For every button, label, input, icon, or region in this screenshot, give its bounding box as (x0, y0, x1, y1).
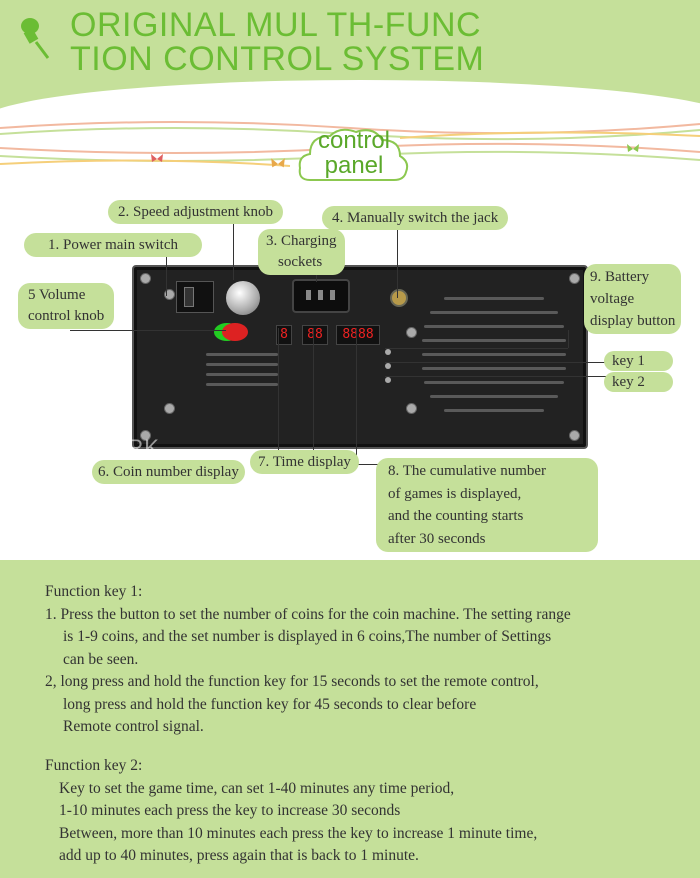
label-key-1: key 1 (604, 351, 673, 371)
label-time-display: 7. Time display (250, 450, 359, 474)
butterfly-icon (627, 144, 639, 152)
leader-line (568, 330, 569, 348)
speaker-grille-slot (424, 325, 564, 328)
speaker-grille-slot (422, 367, 566, 370)
function-key-2-line: Between, more than 10 minutes each press… (59, 825, 538, 842)
speaker-grille-slot (444, 409, 544, 412)
coin-number-display: 8 (276, 325, 292, 345)
screw (569, 273, 580, 284)
charging-socket[interactable] (292, 279, 350, 313)
label-cumulative-games: 8. The cumulative number of games is dis… (376, 458, 598, 552)
function-key-1-line: Remote control signal. (63, 718, 204, 735)
label-line-1: control (317, 127, 391, 154)
function-key-1-heading: Function key 1: (45, 583, 143, 600)
function-key-1-line: is 1-9 coins, and the set number is disp… (63, 628, 552, 645)
function-key-1-line: 1. Press the button to set the number of… (45, 606, 571, 623)
label-switch-jack: 4. Manually switch the jack (322, 206, 509, 230)
speaker-grille-slot (422, 353, 566, 356)
title-line-2: TION CONTROL SYSTEM (70, 40, 485, 78)
speed-adjustment-knob[interactable] (226, 281, 260, 315)
leader-line (356, 328, 357, 464)
screw (164, 289, 175, 300)
speaker-grille-slot (422, 339, 566, 342)
butterfly-icon (271, 158, 285, 168)
screw (140, 273, 151, 284)
leader-line (313, 328, 314, 456)
leader-line (70, 330, 226, 331)
vent-slot (206, 373, 278, 376)
cumulative-games-display: 8888 (336, 325, 380, 345)
page-title: ORIGINAL MUL TH-FUNC TION CONTROL SYSTEM (70, 8, 484, 76)
power-switch[interactable] (176, 281, 214, 313)
screw (406, 403, 417, 414)
function-key-2-line: 1-10 minutes each press the key to incre… (59, 802, 401, 819)
volume-control-knob[interactable] (222, 323, 248, 341)
speaker-grille-slot (444, 297, 544, 300)
butterfly-icon (151, 154, 163, 162)
key-2-button[interactable] (385, 377, 391, 383)
label-key-2: key 2 (604, 372, 673, 392)
speaker-grille-slot (430, 395, 558, 398)
leader-line (233, 220, 234, 280)
screw (164, 403, 175, 414)
function-key-1-line: can be seen. (63, 651, 139, 668)
function-key-2-line: Key to set the game time, can set 1-40 m… (59, 780, 455, 797)
leader-line (397, 226, 398, 298)
manual-switch-jack[interactable] (390, 289, 408, 307)
function-key-1-line: 2, long press and hold the function key … (45, 673, 539, 690)
vent-slot (206, 383, 278, 386)
title-line-1: ORIGINAL MUL TH-FUNC (70, 6, 482, 44)
function-key-1-line: long press and hold the function key for… (63, 696, 477, 713)
label-line-2: panel (324, 152, 384, 179)
header-wave (0, 80, 700, 112)
label-speed-knob: 2. Speed adjustment knob (108, 200, 283, 224)
label-power-switch: 1. Power main switch (24, 233, 202, 257)
cloud-shape (298, 128, 409, 181)
leader-line (278, 328, 279, 462)
function-key-2-line: add up to 40 minutes, press again that i… (59, 847, 419, 864)
speaker-grille-slot (430, 311, 558, 314)
watermark: EPARK (82, 435, 160, 460)
pushpin-icon (21, 18, 50, 59)
vent-slot (206, 353, 278, 356)
screw (569, 430, 580, 441)
control-panel-device: 8 88 8888 EPARK (82, 265, 588, 460)
vent-slot (206, 363, 278, 366)
leader-line (385, 362, 613, 363)
screw (406, 327, 417, 338)
label-coin-display: 6. Coin number display (92, 460, 245, 484)
time-display: 88 (302, 325, 328, 345)
header-banner: ORIGINAL MUL TH-FUNC TION CONTROL SYSTEM (0, 0, 700, 112)
control-panel-label: control panel (296, 128, 412, 178)
key-1-button[interactable] (385, 363, 391, 369)
instructions-panel (0, 560, 700, 878)
speaker-grille-slot (424, 381, 564, 384)
battery-voltage-button[interactable] (385, 349, 391, 355)
screw (140, 430, 151, 441)
leader-line (166, 256, 167, 296)
function-key-2-heading: Function key 2: (45, 757, 143, 774)
leader-line (385, 348, 568, 349)
leader-line (385, 376, 613, 377)
